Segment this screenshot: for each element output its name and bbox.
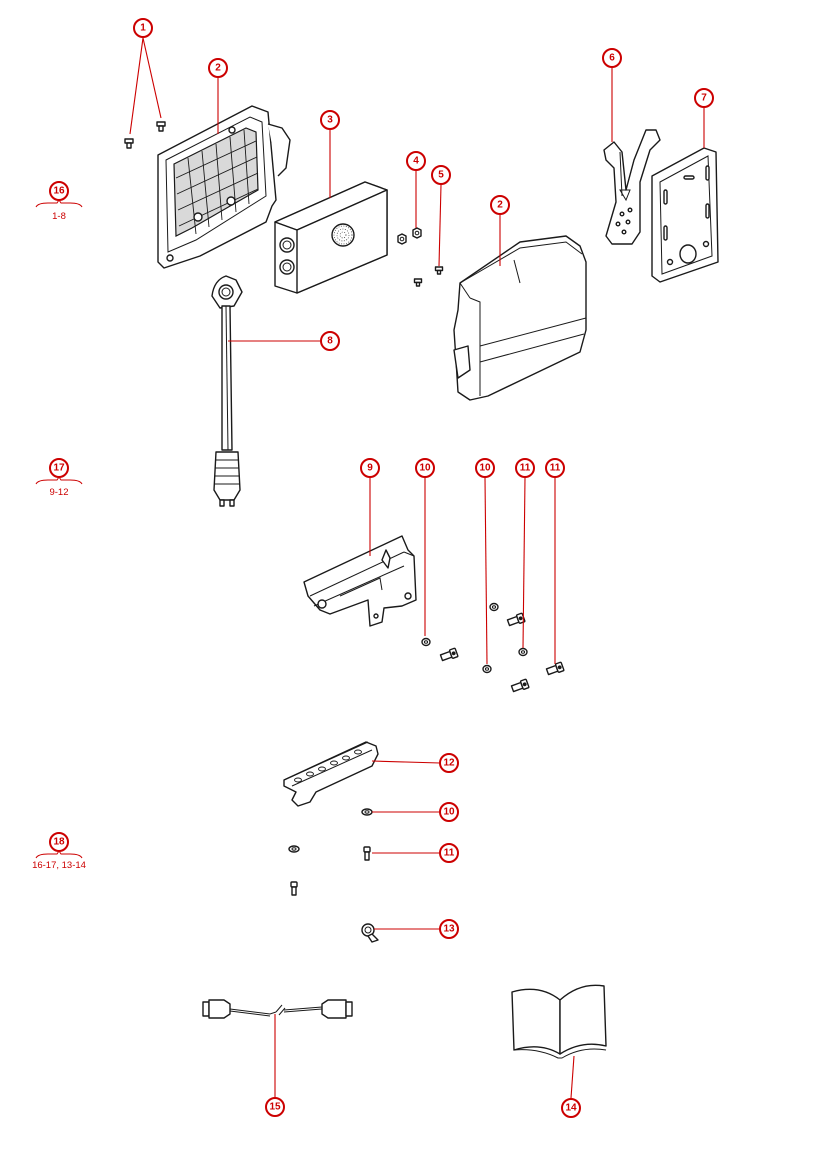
clamp-rail [283, 741, 379, 807]
slide-bracket [303, 535, 417, 627]
mounting-cradle [157, 105, 291, 269]
svg-text:1-8: 1-8 [52, 211, 66, 222]
callout-11-b: 11 [545, 458, 565, 478]
extension-cable [202, 999, 353, 1019]
leader-lines [129, 37, 705, 1099]
svg-text:10: 10 [443, 807, 455, 818]
svg-text:11: 11 [444, 848, 455, 859]
cover [453, 235, 587, 401]
rail-fasteners [288, 808, 373, 896]
callout-8: 8 [320, 331, 340, 351]
svg-text:18: 18 [53, 837, 65, 848]
callout-6: 6 [602, 48, 622, 68]
svg-text:12: 12 [443, 758, 455, 769]
svg-text:13: 13 [443, 924, 455, 935]
svg-text:15: 15 [269, 1102, 281, 1113]
callout-3: 3 [320, 110, 340, 130]
svg-text:8: 8 [327, 336, 333, 347]
svg-text:17: 17 [53, 463, 65, 474]
svg-text:14: 14 [565, 1103, 577, 1114]
svg-text:9-12: 9-12 [49, 487, 68, 498]
svg-text:9: 9 [367, 463, 373, 474]
callout-12: 12 [439, 753, 459, 773]
cable-with-connector [211, 275, 243, 507]
callout-11-c: 11 [439, 843, 459, 863]
svg-text:1: 1 [140, 23, 146, 34]
cable-clip [361, 923, 379, 943]
callout-13: 13 [439, 919, 459, 939]
mounting-plate [651, 147, 719, 283]
svg-text:10: 10 [419, 463, 431, 474]
callout-5: 5 [431, 165, 451, 185]
speaker-grille [331, 223, 355, 247]
callout-10-a: 10 [415, 458, 435, 478]
x-bracket [603, 129, 661, 245]
callout-15: 15 [265, 1097, 285, 1117]
svg-text:10: 10 [479, 463, 491, 474]
svg-text:2: 2 [215, 63, 221, 74]
assembly-label-16: 16 1-8 [35, 181, 83, 222]
callout-14: 14 [561, 1098, 581, 1118]
svg-text:16: 16 [53, 186, 65, 197]
callout-11-a: 11 [515, 458, 535, 478]
assembly-label-18: 18 16-17, 13-14 [32, 832, 86, 871]
callout-10-c: 10 [439, 802, 459, 822]
callout-10-b: 10 [475, 458, 495, 478]
assembly-label-17: 17 9-12 [35, 458, 83, 498]
callout-markers: 1 2 3 4 5 2 6 7 8 9 10 10 11 11 12 10 11… [133, 18, 714, 1118]
callout-4: 4 [406, 151, 426, 171]
screw-pair [124, 121, 166, 149]
svg-text:7: 7 [701, 93, 707, 104]
cap-screw-set [439, 612, 565, 693]
callout-2: 2 [208, 58, 228, 78]
callout-7: 7 [694, 88, 714, 108]
svg-text:2: 2 [497, 200, 503, 211]
svg-text:16-17, 13-14: 16-17, 13-14 [32, 860, 86, 871]
control-box [274, 181, 388, 294]
washer-set [421, 602, 528, 674]
svg-text:5: 5 [438, 170, 444, 181]
svg-text:11: 11 [520, 463, 531, 474]
svg-text:11: 11 [550, 463, 561, 474]
svg-text:6: 6 [609, 53, 615, 64]
svg-text:3: 3 [327, 115, 333, 126]
hex-bolt-pair [397, 227, 422, 245]
small-screw-pair [413, 266, 444, 287]
manual-booklet [511, 984, 607, 1059]
svg-text:4: 4 [413, 156, 419, 167]
callout-1: 1 [133, 18, 153, 38]
callout-2-cover: 2 [490, 195, 510, 215]
callout-9: 9 [360, 458, 380, 478]
